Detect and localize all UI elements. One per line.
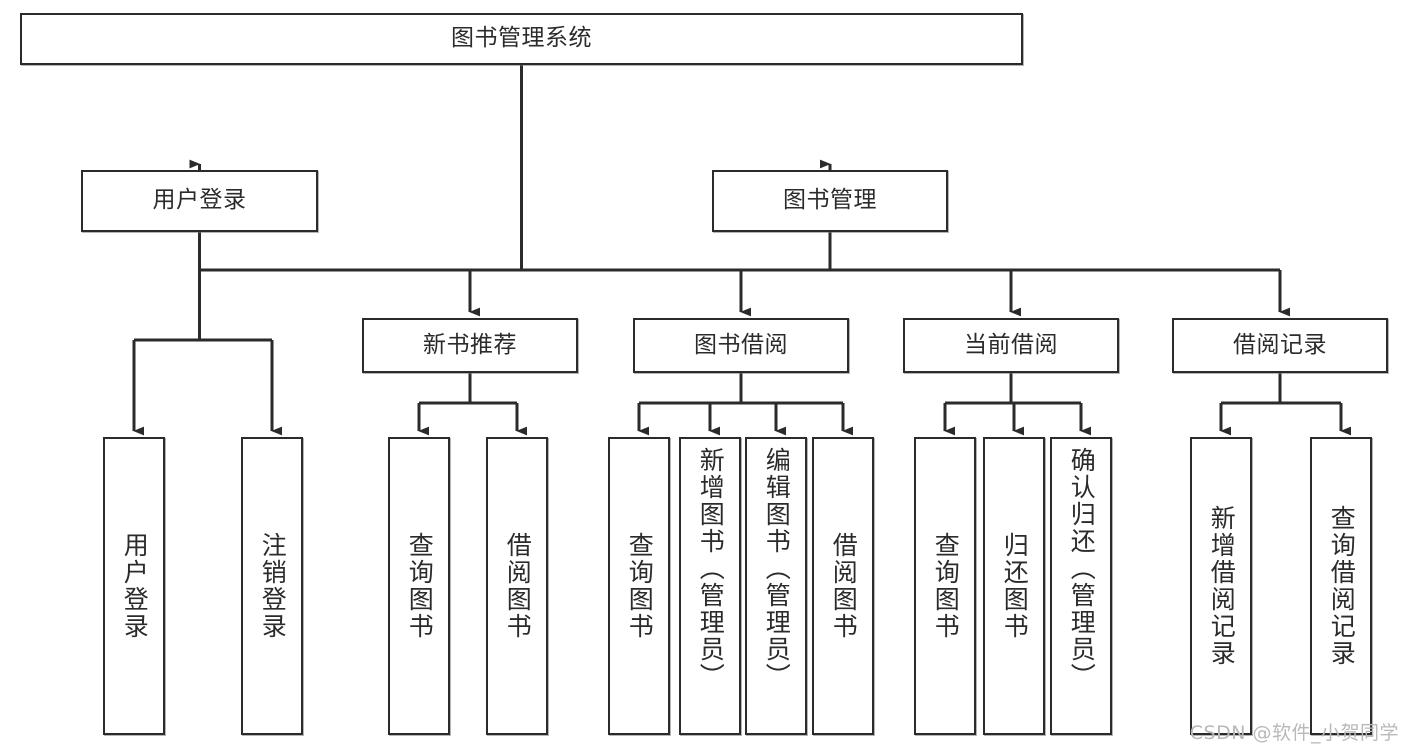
leaf-confirm-return[interactable]: 确认归还（管理员） [1050, 437, 1112, 735]
leaf-add-book-label: 新增图书（管理员） [696, 447, 726, 690]
leaf-query-borrow-record[interactable]: 查询借阅记录 [1310, 437, 1372, 735]
leaf-logout[interactable]: 注销登录 [241, 437, 303, 735]
leaf-user-login-label: 用户登录 [120, 532, 150, 640]
leaf-borrow-book-recommendation-label: 借阅图书 [503, 532, 533, 640]
leaf-query-book-borrow-label: 查询图书 [625, 532, 655, 640]
leaf-edit-book-label: 编辑图书（管理员） [762, 447, 792, 690]
node-root[interactable]: 图书管理系统 [20, 13, 1023, 65]
leaf-add-borrow-record[interactable]: 新增借阅记录 [1190, 437, 1252, 735]
node-book-borrow[interactable]: 图书借阅 [633, 318, 849, 373]
node-borrow-record[interactable]: 借阅记录 [1172, 318, 1388, 373]
leaf-query-book-recommendation[interactable]: 查询图书 [388, 437, 450, 735]
node-book-borrow-label: 图书借阅 [694, 331, 788, 358]
leaf-query-book-borrow[interactable]: 查询图书 [608, 437, 670, 735]
node-current-borrow-label: 当前借阅 [964, 331, 1058, 358]
node-borrow-record-label: 借阅记录 [1233, 331, 1327, 358]
leaf-borrow-book-recommendation[interactable]: 借阅图书 [486, 437, 548, 735]
node-new-book-recommendation-label: 新书推荐 [423, 331, 517, 358]
node-new-book-recommendation[interactable]: 新书推荐 [362, 318, 578, 373]
csdn-watermark: CSDN @软件_小贺同学 [1189, 722, 1399, 744]
leaf-borrow-book-borrow-label: 借阅图书 [829, 532, 859, 640]
leaf-query-borrow-record-label: 查询借阅记录 [1327, 505, 1357, 667]
leaf-user-login[interactable]: 用户登录 [103, 437, 165, 735]
leaf-return-book[interactable]: 归还图书 [983, 437, 1045, 735]
leaf-add-borrow-record-label: 新增借阅记录 [1207, 505, 1237, 667]
leaf-logout-label: 注销登录 [258, 532, 288, 640]
node-current-borrow[interactable]: 当前借阅 [903, 318, 1119, 373]
node-book-management-label: 图书管理 [783, 187, 877, 214]
node-root-label: 图书管理系统 [451, 25, 592, 52]
leaf-query-book-recommendation-label: 查询图书 [405, 532, 435, 640]
node-user-login-label: 用户登录 [152, 187, 247, 214]
node-book-management[interactable]: 图书管理 [712, 170, 948, 232]
leaf-add-book[interactable]: 新增图书（管理员） [679, 437, 741, 735]
leaf-query-book-current[interactable]: 查询图书 [914, 437, 976, 735]
leaf-query-book-current-label: 查询图书 [931, 532, 961, 640]
leaf-return-book-label: 归还图书 [1000, 532, 1030, 640]
leaf-confirm-return-label: 确认归还（管理员） [1067, 447, 1097, 690]
leaf-borrow-book-borrow[interactable]: 借阅图书 [812, 437, 874, 735]
leaf-edit-book[interactable]: 编辑图书（管理员） [745, 437, 807, 735]
node-user-login[interactable]: 用户登录 [81, 170, 318, 232]
